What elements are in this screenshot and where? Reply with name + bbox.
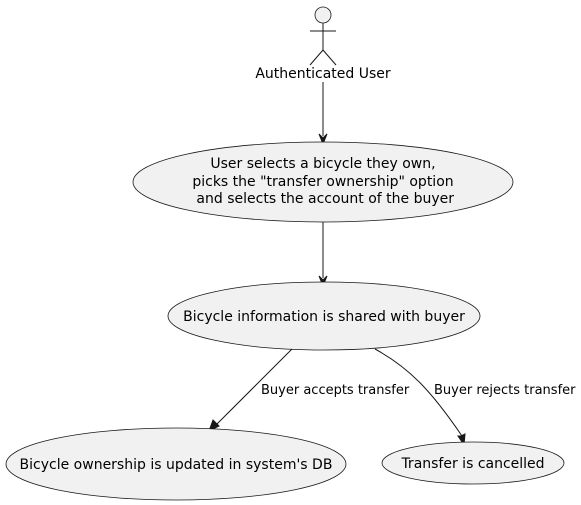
use-case-label: Bicycle information is shared with buyer bbox=[183, 309, 465, 325]
actor-head bbox=[314, 6, 332, 24]
use-case-line-1: User selects a bicycle they own, bbox=[210, 156, 435, 172]
use-case-info-shared[interactable]: Bicycle information is shared with buyer bbox=[167, 281, 481, 351]
use-case-label: Bicycle ownership is updated in system's… bbox=[20, 457, 333, 473]
edge-actor-to-select bbox=[318, 82, 328, 146]
use-case-select-bicycle[interactable]: User selects a bicycle they own, picks t… bbox=[132, 141, 514, 223]
actor-authenticated-user[interactable]: Authenticated User bbox=[255, 6, 391, 82]
arrowhead bbox=[208, 419, 220, 433]
edge-label-rejects: Buyer rejects transfer bbox=[434, 383, 576, 398]
actor-label: Authenticated User bbox=[255, 66, 391, 82]
use-case-ownership-updated[interactable]: Bicycle ownership is updated in system's… bbox=[5, 427, 347, 501]
use-case-line-2: picks the "transfer ownership" option bbox=[192, 174, 453, 190]
use-case-line-3: and selects the account of the buyer bbox=[192, 191, 454, 207]
use-case-transfer-cancelled[interactable]: Transfer is cancelled bbox=[381, 441, 565, 485]
use-case-ellipse bbox=[381, 441, 565, 485]
arrowhead bbox=[318, 133, 328, 146]
edge-line bbox=[374, 348, 463, 437]
use-case-label: Transfer is cancelled bbox=[400, 456, 544, 472]
edge-accepts-transfer: Buyer accepts transfer bbox=[208, 348, 410, 433]
actor-left-leg bbox=[309, 49, 324, 66]
actor-right-leg bbox=[322, 49, 337, 66]
edge-line bbox=[214, 348, 293, 427]
edge-select-to-shared bbox=[318, 222, 328, 288]
use-case-ellipse bbox=[167, 281, 481, 351]
use-case-ellipse bbox=[5, 427, 347, 501]
edge-label-accepts: Buyer accepts transfer bbox=[261, 383, 410, 398]
